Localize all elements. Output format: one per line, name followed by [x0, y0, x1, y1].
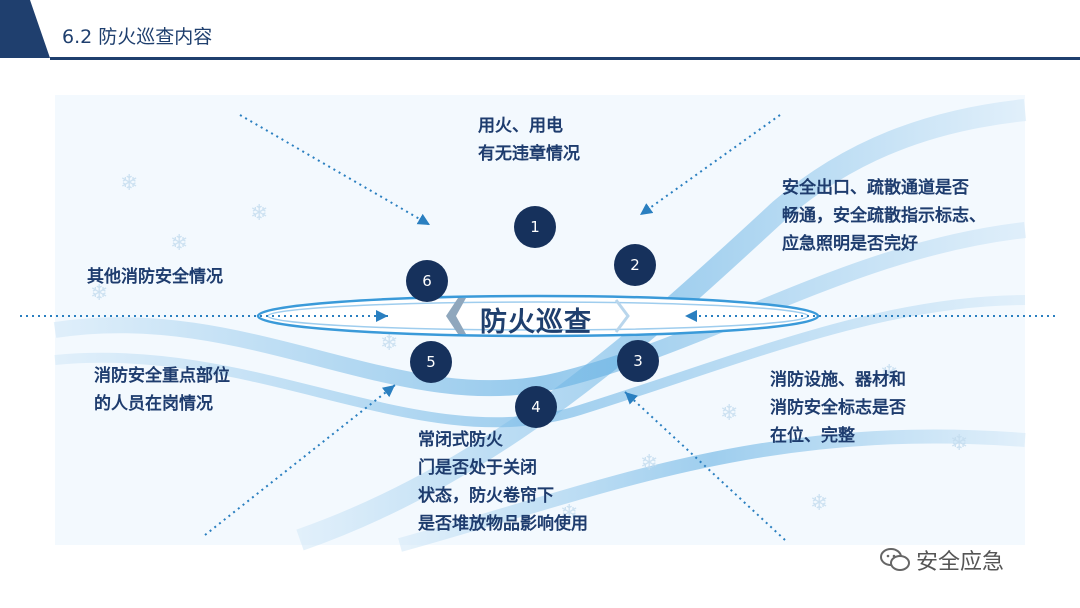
label-6: 其他消防安全情况	[87, 267, 223, 287]
watermark: 安全应急	[880, 544, 1004, 576]
label-2: 安全出口、疏散通道是否 畅通，安全疏散指示标志、 应急照明是否完好	[782, 178, 986, 254]
label-1: 用火、用电 有无违章情况	[478, 116, 580, 164]
svg-text:❄: ❄	[90, 281, 108, 306]
node-6: 6	[406, 260, 448, 302]
svg-text:❄: ❄	[810, 491, 828, 516]
svg-text:❄: ❄	[880, 361, 898, 386]
center-title: 防火巡查	[480, 307, 592, 338]
svg-text:❄: ❄	[950, 431, 968, 456]
svg-text:❄: ❄	[250, 201, 268, 226]
node-3: 3	[617, 340, 659, 382]
svg-text:❄: ❄	[720, 401, 738, 426]
node-4: 4	[515, 386, 557, 428]
svg-text:❄: ❄	[560, 501, 578, 526]
page-title: 6.2 防火巡查内容	[62, 26, 213, 48]
node-1: 1	[514, 206, 556, 248]
svg-text:❄: ❄	[200, 361, 218, 386]
header-wedge	[0, 0, 50, 58]
label-5: 消防安全重点部位 的人员在岗情况	[94, 366, 230, 414]
svg-text:❄: ❄	[170, 231, 188, 256]
watermark-text: 安全应急	[916, 550, 1005, 575]
wechat-icon	[880, 548, 910, 571]
header-divider	[50, 57, 1080, 60]
label-3: 消防设施、器材和 消防安全标志是否 在位、完整	[770, 370, 906, 446]
svg-text:❄: ❄	[640, 451, 658, 476]
svg-text:❄: ❄	[120, 171, 138, 196]
node-2: 2	[614, 244, 656, 286]
node-5: 5	[410, 341, 452, 383]
svg-text:❄: ❄	[380, 331, 398, 356]
label-4: 常闭式防火 门是否处于关闭 状态，防火卷帘下 是否堆放物品影响使用	[418, 430, 588, 534]
